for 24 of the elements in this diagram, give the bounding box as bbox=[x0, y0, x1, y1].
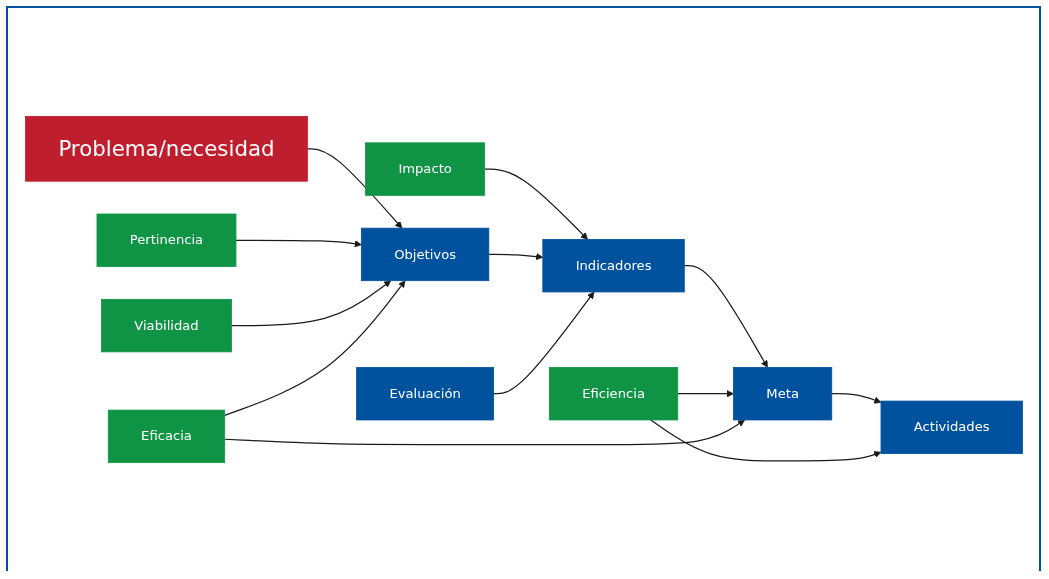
arrow bbox=[223, 419, 745, 446]
arrow bbox=[649, 419, 881, 462]
node-box bbox=[96, 213, 236, 267]
arrow bbox=[487, 253, 543, 261]
node-box bbox=[548, 367, 678, 421]
node-box bbox=[541, 239, 685, 293]
node-box bbox=[360, 227, 489, 282]
node-box bbox=[24, 115, 308, 182]
arrow bbox=[483, 168, 588, 240]
node-box bbox=[364, 142, 485, 196]
arrow bbox=[676, 390, 734, 398]
arrow bbox=[306, 148, 402, 229]
node-box bbox=[100, 298, 232, 353]
node-box bbox=[355, 367, 494, 421]
arrow bbox=[830, 393, 881, 404]
arrow bbox=[234, 239, 362, 248]
node-box bbox=[107, 409, 225, 464]
node-box bbox=[880, 400, 1023, 454]
arrow bbox=[230, 280, 391, 327]
arrow bbox=[683, 265, 768, 368]
arrow bbox=[492, 291, 594, 395]
arrow bbox=[223, 280, 405, 416]
diagram-frame: Problema/necesidad Impacto Pertinencia Objetivos Indicadores Meta Actividades Viabilidad Eficiencia Eficacia Evaluación bbox=[6, 6, 1041, 571]
node-box bbox=[732, 367, 832, 421]
